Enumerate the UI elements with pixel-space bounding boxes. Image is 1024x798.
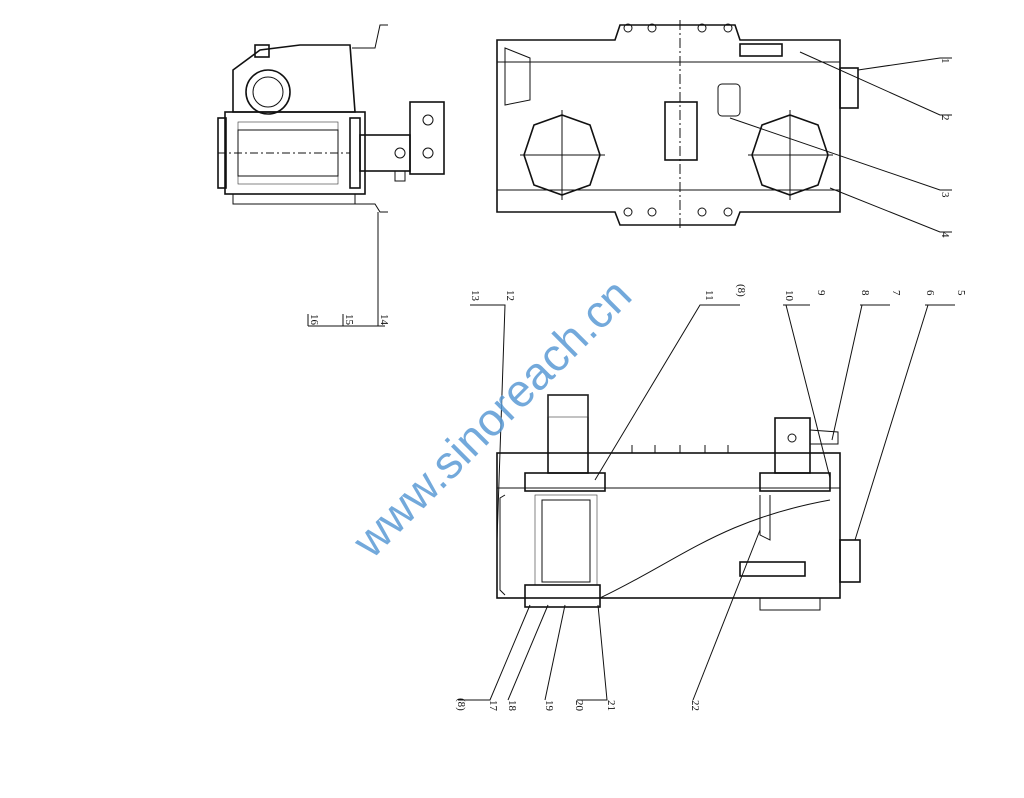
- callout-14: 14: [378, 314, 390, 326]
- callout-12: 12: [504, 290, 516, 301]
- callout-18: 18: [506, 700, 518, 712]
- callout-22: 22: [689, 700, 701, 711]
- callout-8: 8: [859, 290, 871, 296]
- callout-15: 15: [343, 314, 355, 326]
- callout-17: 17: [487, 700, 499, 712]
- callouts: 1 2 3 4 14 15 16 13 12 11 (8) 10 9 8 7 6…: [308, 58, 967, 712]
- callout-16: 16: [308, 314, 320, 326]
- callout-4: 4: [939, 232, 951, 238]
- callout-8-bottom: (8): [455, 698, 467, 711]
- side-view: [217, 24, 445, 327]
- callout-11: 11: [703, 290, 715, 301]
- callout-9: 9: [815, 290, 827, 296]
- callout-10: 10: [783, 290, 795, 302]
- callout-6: 6: [924, 290, 936, 296]
- callout-3: 3: [939, 192, 951, 198]
- callout-5: 5: [955, 290, 967, 296]
- front-section-view: [458, 304, 955, 701]
- callout-1: 1: [939, 58, 951, 64]
- top-view: [496, 20, 952, 233]
- callout-21: 21: [605, 700, 617, 711]
- callout-7: 7: [890, 290, 902, 296]
- callout-19: 19: [543, 700, 555, 712]
- callout-8-top: (8): [735, 284, 747, 297]
- callout-20: 20: [573, 700, 585, 712]
- callout-13: 13: [469, 290, 481, 302]
- callout-2: 2: [939, 115, 951, 121]
